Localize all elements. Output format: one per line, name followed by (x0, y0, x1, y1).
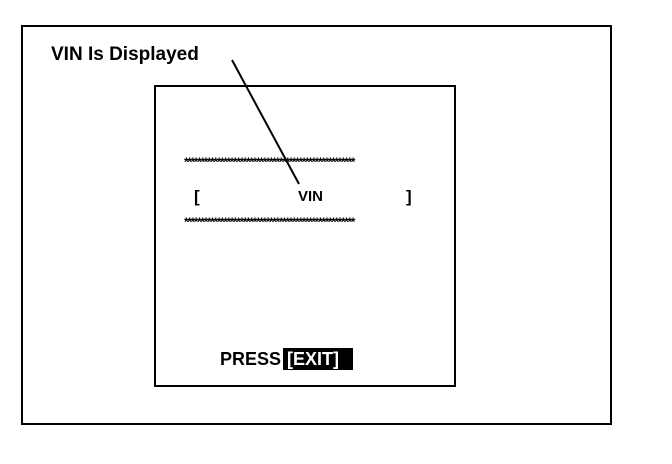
vin-field: VIN (298, 188, 324, 205)
asterisk-border-top: ****************************************… (184, 156, 355, 168)
tool-display-screen: ****************************************… (154, 85, 456, 387)
bracket-left: [ (194, 187, 200, 206)
diagram-frame (21, 25, 612, 425)
callout-label: VIN Is Displayed (51, 44, 199, 65)
press-label: PRESS (220, 349, 282, 369)
bracket-right: ] (406, 187, 412, 206)
exit-key[interactable]: [EXIT] (283, 348, 354, 370)
press-exit-prompt: PRESS [EXIT] (220, 347, 354, 371)
asterisk-border-bottom: ****************************************… (184, 216, 355, 228)
